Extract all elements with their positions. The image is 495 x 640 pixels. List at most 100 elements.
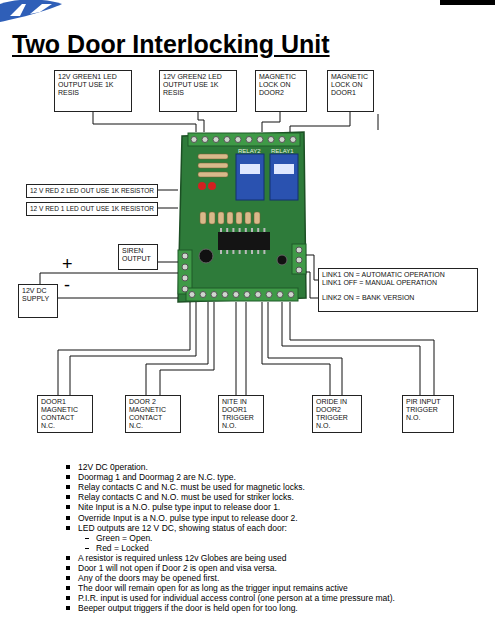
terminal-screw (246, 137, 252, 143)
pcb-details (182, 137, 302, 298)
box-text: 12V DC SUPPLY (22, 287, 54, 303)
label-box: DOOR 2 MAGNETIC CONTACT N.C. (125, 395, 181, 433)
relay-label (274, 164, 294, 174)
label-box: ORIDE IN DOOR2 TRIGGER N.O. (312, 395, 362, 433)
terminal-screw (211, 292, 217, 298)
note-item: The door will remain open for as long as… (78, 583, 348, 593)
ic-pin (239, 228, 241, 232)
terminal-screw (255, 292, 261, 298)
note-item: Nite Input is a N.O. pulse type input to… (78, 502, 280, 512)
note-item: P.I.R. input is used for individual acce… (78, 593, 395, 603)
ic-pin (239, 250, 241, 254)
pcb (178, 132, 306, 302)
wire (58, 302, 190, 395)
terminal-screw (244, 292, 250, 298)
wire (282, 302, 420, 395)
ic-pin (232, 228, 234, 232)
label-box: MAGNETIC LOCK ON DOOR1 (327, 70, 374, 112)
top-bar (440, 0, 495, 5)
box-text: 12 V RED 1 LED OUT USE 1K RESISTOR (30, 205, 154, 213)
terminal-screw (189, 292, 195, 298)
ic-chip (218, 232, 270, 250)
resistor (254, 212, 260, 224)
relay-name: RELAY1 (271, 148, 294, 155)
led (198, 182, 206, 190)
label-box: NITE IN DOOR1 TRIGGER N.O. (218, 395, 264, 433)
wire (268, 302, 342, 395)
wire (146, 302, 208, 395)
relay (236, 154, 264, 200)
resistor (198, 154, 228, 159)
ic-pin (226, 250, 228, 254)
terminal-screw (279, 137, 285, 143)
ic-pin (257, 228, 259, 232)
label-box: SIREN OUTPUT (118, 244, 158, 270)
terminal-screw (213, 137, 219, 143)
label-box: 12V DC SUPPLY (18, 284, 58, 318)
note-item: Doormag 1 and Doormag 2 are N.C. type. (78, 472, 236, 482)
terminal-block (186, 288, 298, 301)
terminal-screw (200, 292, 206, 298)
note-item: Beeper output triggers if the door is he… (78, 603, 298, 613)
label-box: LINK1 ON = AUTOMATIC OPERATIONLINK1 OFF … (318, 268, 478, 312)
box-text: LINK2 ON = BANK VERSION (322, 294, 474, 302)
terminal-block (178, 250, 192, 294)
label-box: 12 V RED 1 LED OUT USE 1K RESISTOR (26, 202, 158, 216)
box-text: DOOR 2 MAGNETIC CONTACT N.C. (129, 398, 177, 430)
note-item: A resistor is required unless 12v Globes… (78, 553, 286, 563)
box-text: MAGNETIC LOCK ON DOOR2 (259, 73, 303, 97)
resistor (198, 163, 228, 168)
terminal-screw (296, 247, 302, 253)
wire (40, 273, 178, 284)
ic-pin (245, 228, 247, 232)
wire-stub (378, 114, 379, 130)
resistor (209, 212, 215, 224)
resistor (200, 212, 206, 224)
polarity-sign: - (64, 276, 70, 294)
polarity-sign: + (62, 255, 73, 273)
wire (158, 262, 178, 263)
ic-pin (245, 250, 247, 254)
circuit-board: RELAY2RELAY1 (178, 132, 306, 302)
box-text: LINK1 OFF = MANUAL OPERATION (322, 279, 474, 287)
wire (290, 302, 434, 395)
label-box: DOOR1 MAGNETIC CONTACT N.C. (37, 395, 93, 433)
logo-mark (10, 4, 52, 16)
pcb-board (178, 132, 306, 302)
box-text: 12V GREEN2 LED OUTPUT USE 1K RESIS (163, 73, 233, 97)
box-text: 12V GREEN1 LED OUTPUT USE 1K RESIS (58, 73, 128, 97)
note-item: Door 1 will not open if Door 2 is open a… (78, 563, 277, 573)
logo (0, 0, 62, 22)
terminal-screw (191, 137, 197, 143)
terminal-screw (202, 137, 208, 143)
terminal-screw (266, 292, 272, 298)
terminal-screw (222, 292, 228, 298)
terminal-screw (296, 257, 302, 263)
wire (93, 112, 196, 132)
label-box: MAGNETIC LOCK ON DOOR2 (255, 70, 307, 112)
ic-pin (251, 250, 253, 254)
box-text: DOOR1 MAGNETIC CONTACT N.C. (41, 398, 89, 430)
ic-pin (257, 250, 259, 254)
terminal-block (188, 133, 300, 146)
ic-pin (220, 250, 222, 254)
wire (262, 302, 330, 395)
terminal-screw (233, 292, 239, 298)
wire (160, 302, 214, 395)
note-item: LED outputs are 12 V DC, showing status … (78, 523, 287, 533)
terminal-screw (277, 292, 283, 298)
box-text: SIREN OUTPUT (122, 247, 154, 263)
note-item: Override Input is a N.O. pulse type inpu… (78, 513, 298, 523)
note-item: Relay contacts C and N.O. must be used f… (78, 492, 294, 502)
wire (306, 255, 318, 280)
wire (158, 190, 178, 191)
terminal-screw (257, 137, 263, 143)
label-box: PIR INPUT TRIGGER N.O. (402, 395, 454, 433)
resistor (236, 212, 242, 224)
terminal-block (292, 244, 306, 274)
led (208, 182, 216, 190)
logo-swoosh (0, 0, 62, 22)
wire (70, 302, 196, 395)
box-text: NITE IN DOOR1 TRIGGER N.O. (222, 398, 260, 430)
capacitor (199, 249, 213, 263)
